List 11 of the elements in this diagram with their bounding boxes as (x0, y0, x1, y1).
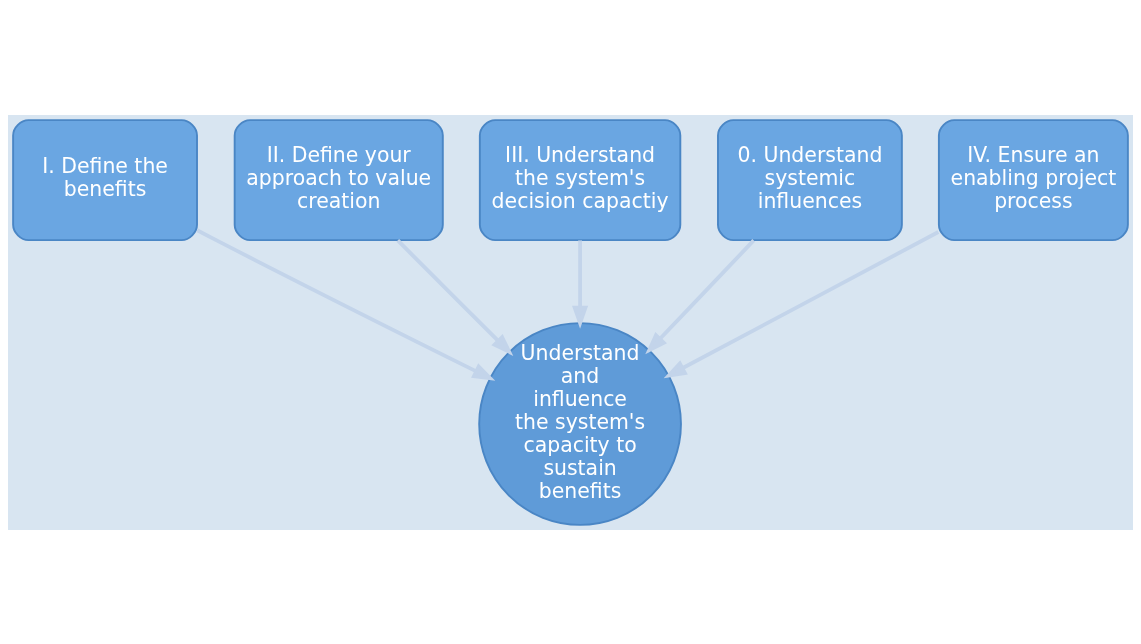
arrow (572, 239, 589, 329)
node-circle: Understand and influence the system's capacity to sustain benefits (478, 321, 682, 526)
node-box: 0. Understand systemic influences (717, 118, 903, 241)
arrow (645, 238, 756, 354)
node-box: III. Understand the system's decision capactiy (478, 118, 682, 241)
arrow (196, 228, 496, 381)
node-box: I. Define the benefits (12, 118, 198, 241)
node-box: IV. Ensure an enabling project process (937, 118, 1129, 241)
arrow (396, 238, 514, 356)
node-box: II. Define your approach to value creation (233, 118, 444, 241)
arrow (663, 229, 940, 378)
